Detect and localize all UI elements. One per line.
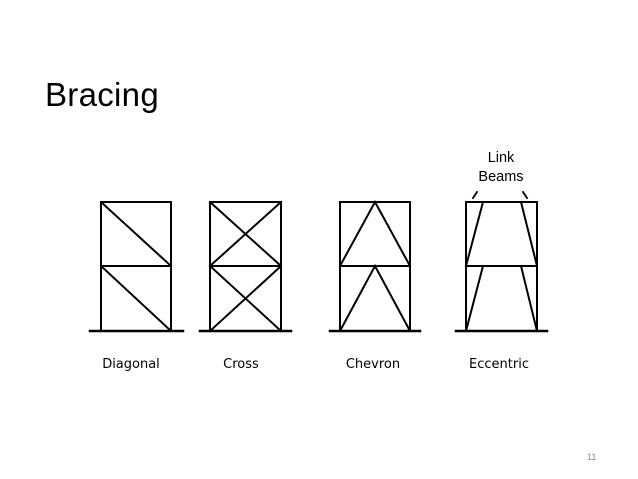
link-beams-label-line2: Beams (478, 169, 523, 185)
eccentric-brace (519, 264, 539, 333)
frame-label-chevron: Chevron (346, 357, 400, 372)
eccentric-frame (454, 190, 549, 333)
cross-brace (208, 200, 283, 268)
frame-label-cross: Cross (223, 357, 259, 372)
frame-label-eccentric: Eccentric (469, 357, 529, 372)
eccentric-brace (464, 200, 485, 268)
link-beam-pointer (471, 190, 479, 200)
frame-label-diagonal: Diagonal (102, 357, 160, 372)
eccentric-brace (519, 200, 539, 268)
diagonal-frame (88, 200, 185, 333)
link-beams-label-line1: Link (488, 150, 515, 166)
diagonal-brace (99, 200, 173, 268)
eccentric-brace (464, 264, 485, 333)
link-beam-pointer (521, 190, 529, 200)
cross-brace (208, 264, 283, 333)
chevron-brace (338, 199, 412, 268)
cross-frame (198, 200, 293, 333)
slide-title: Bracing (45, 76, 159, 113)
diagonal-brace (99, 264, 173, 333)
chevron-brace (338, 263, 412, 333)
page-number: 11 (587, 452, 597, 462)
chevron-frame (328, 199, 422, 333)
